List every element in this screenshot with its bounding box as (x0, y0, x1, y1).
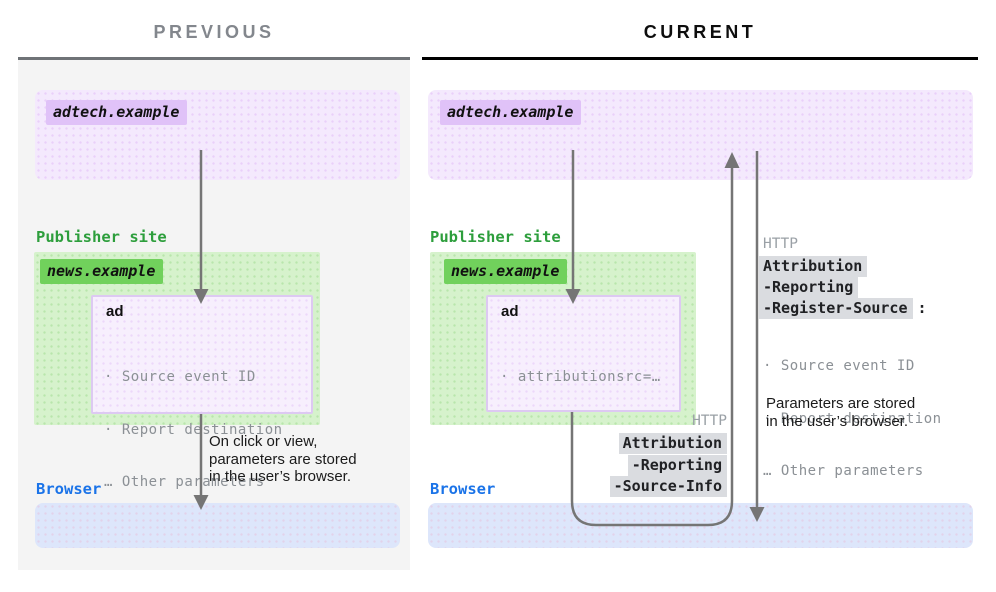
previous-browser-box (35, 503, 400, 548)
response-http-protocol: HTTP (763, 236, 798, 252)
current-news-domain-label: news.example (444, 259, 568, 284)
current-ad-frame: ad · attributionsrc=… (486, 295, 681, 412)
previous-browser-label: Browser (36, 480, 102, 498)
response-params: · Source event ID · Report destination …… (763, 323, 942, 516)
param-line: · attributionsrc=… (500, 369, 661, 385)
previous-adtech-domain-label: adtech.example (46, 100, 188, 125)
previous-publisher-site-label: Publisher site (36, 228, 167, 246)
request-http-protocol: HTTP (692, 413, 727, 429)
response-header-colon: : (917, 299, 927, 317)
param-line: · Report destination (104, 421, 283, 438)
current-publisher-site-label: Publisher site (430, 228, 561, 246)
param-line: · Source event ID (104, 369, 256, 385)
response-header-row: -Reporting (759, 277, 859, 298)
previous-column-title: PREVIOUS (153, 22, 275, 42)
previous-news-domain-label: news.example (40, 259, 164, 284)
response-header-line: Attribution (759, 256, 868, 277)
current-ad-params: · attributionsrc=… (500, 334, 661, 422)
previous-title-underline (18, 57, 410, 60)
previous-adtech-box: adtech.example (35, 90, 400, 180)
current-storage-caption: Parameters are stored in the user’s brow… (766, 395, 916, 430)
current-title-underline (422, 57, 978, 60)
request-header-line: -Reporting (627, 455, 727, 476)
current-column-title: CURRENT (643, 22, 757, 42)
current-adtech-domain-label: adtech.example (440, 100, 582, 125)
previous-ad-params: · Source event ID · Report destination …… (104, 334, 283, 527)
current-adtech-box: adtech.example (428, 90, 973, 180)
previous-ad-frame-title: ad (106, 303, 124, 320)
current-browser-label: Browser (430, 480, 496, 498)
param-line: … Other parameters (104, 474, 265, 490)
request-header-line: Attribution (618, 433, 727, 454)
response-header-line: -Register-Source (759, 298, 913, 319)
previous-ad-frame: ad · Source event ID · Report destinatio… (91, 295, 313, 490)
current-ad-frame-title: ad (501, 303, 519, 320)
current-browser-box (428, 503, 973, 548)
request-header-line: -Source-Info (609, 476, 727, 497)
param-line: · Source event ID (763, 358, 915, 374)
response-header-row: Attribution (759, 256, 868, 277)
param-line: · Report destination (763, 410, 942, 427)
param-line: … Other parameters (763, 463, 924, 479)
response-header-row: -Register-Source: (759, 298, 927, 319)
response-header-line: -Reporting (759, 277, 859, 298)
previous-storage-caption: On click or view, parameters are stored … (209, 433, 357, 485)
